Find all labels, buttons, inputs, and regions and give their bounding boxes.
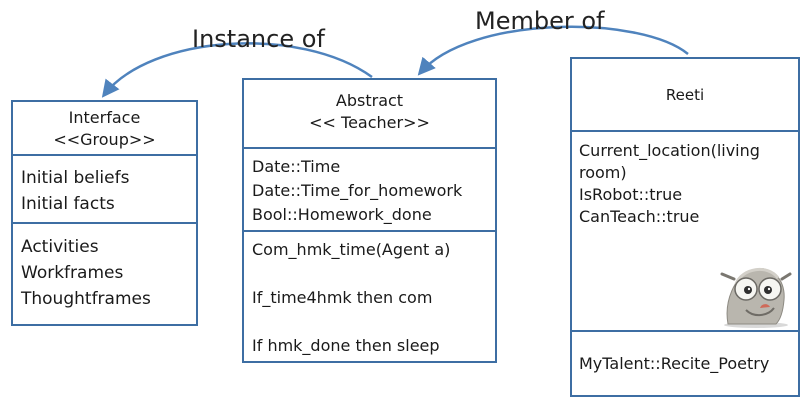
operation-item: Thoughtframes <box>21 289 151 309</box>
operation-item: Workframes <box>21 263 124 283</box>
interface-header: Interface <<Group>> <box>13 102 196 154</box>
member-of-label: Member of <box>475 7 605 35</box>
attribute-item: Current_location(living <box>579 141 760 160</box>
reeti-instance-box: Reeti Current_location(living room) IsRo… <box>570 57 800 397</box>
interface-class-box: Interface <<Group>> Initial beliefs Init… <box>11 100 198 326</box>
attribute-item: Bool::Homework_done <box>252 205 432 224</box>
reeti-operations: MyTalent::Recite_Poetry <box>572 330 798 375</box>
abstract-attributes: Date::Time Date::Time_for_homework Bool:… <box>244 147 495 230</box>
operation-item: If hmk_done then sleep <box>252 336 440 355</box>
reeti-header: Reeti <box>572 59 798 130</box>
operation-item: If_time4hmk then com <box>252 288 433 307</box>
interface-attributes: Initial beliefs Initial facts <box>13 154 196 222</box>
reeti-robot-image <box>720 268 792 328</box>
instance-of-arrow <box>101 42 373 98</box>
instance-of-label: Instance of <box>192 25 325 53</box>
operation-item: Com_hmk_time(Agent a) <box>252 240 451 259</box>
abstract-title: Abstract <box>335 91 404 110</box>
operation-item: MyTalent::Recite_Poetry <box>579 354 770 373</box>
attribute-item: Date::Time <box>252 157 341 176</box>
abstract-operations: Com_hmk_time(Agent a) If_time4hmk then c… <box>244 230 495 358</box>
abstract-header: Abstract << Teacher>> <box>244 80 495 147</box>
interface-stereotype: <<Group>> <box>53 130 156 149</box>
reeti-title: Reeti <box>665 85 705 104</box>
abstract-stereotype: << Teacher>> <box>309 113 430 132</box>
interface-title: Interface <box>68 108 141 127</box>
attribute-item: Date::Time_for_homework <box>252 181 463 200</box>
operation-item: Activities <box>21 237 99 257</box>
attribute-item: room) <box>579 163 627 182</box>
member-of-arrow <box>417 25 689 76</box>
attribute-item: IsRobot::true <box>579 185 683 204</box>
attribute-item: Initial beliefs <box>21 168 130 188</box>
attribute-item: CanTeach::true <box>579 207 700 226</box>
abstract-class-box: Abstract << Teacher>> Date::Time Date::T… <box>242 78 497 363</box>
attribute-item: Initial facts <box>21 194 115 214</box>
interface-operations: Activities Workframes Thoughtframes <box>13 222 196 312</box>
reeti-attributes: Current_location(living room) IsRobot::t… <box>572 130 798 330</box>
